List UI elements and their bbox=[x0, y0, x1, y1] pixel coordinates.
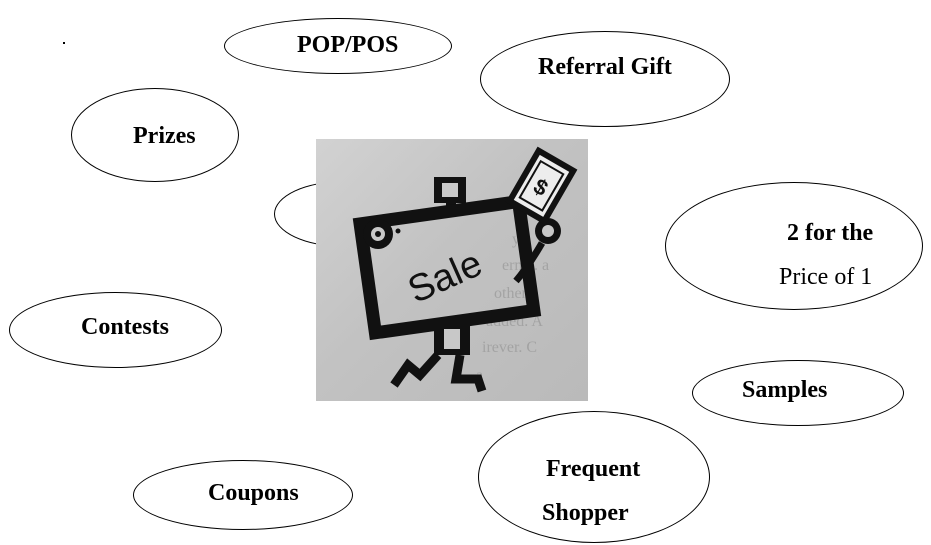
oval-samples bbox=[692, 360, 904, 426]
label-two-for-one-line2: Price of 1 bbox=[779, 264, 873, 290]
label-contests: Contests bbox=[81, 314, 169, 340]
label-referral-gift: Referral Gift bbox=[538, 54, 672, 80]
label-samples: Samples bbox=[742, 377, 828, 403]
sale-sign-clipart-photo: y ernal. a other h added. A irever. C a … bbox=[316, 139, 588, 401]
oval-two-for-one bbox=[665, 182, 923, 310]
oval-prizes bbox=[71, 88, 239, 182]
label-pop-pos: POP/POS bbox=[297, 32, 399, 58]
oval-frequent-shopper bbox=[478, 411, 710, 543]
oval-referral-gift bbox=[480, 31, 730, 127]
label-frequent-line2: Shopper bbox=[542, 500, 629, 526]
sale-sign-text: Sale bbox=[402, 243, 489, 312]
label-prizes: Prizes bbox=[133, 123, 196, 149]
label-frequent-line1: Frequent bbox=[546, 456, 641, 482]
stray-dot bbox=[63, 42, 65, 44]
sale-sign-figure: $ Sale bbox=[352, 146, 578, 393]
label-coupons: Coupons bbox=[208, 480, 299, 506]
oval-coupons bbox=[133, 460, 353, 530]
oval-contests bbox=[9, 292, 222, 368]
oval-pop-pos bbox=[224, 18, 452, 74]
label-two-for-one-line1: 2 for the bbox=[787, 220, 874, 246]
